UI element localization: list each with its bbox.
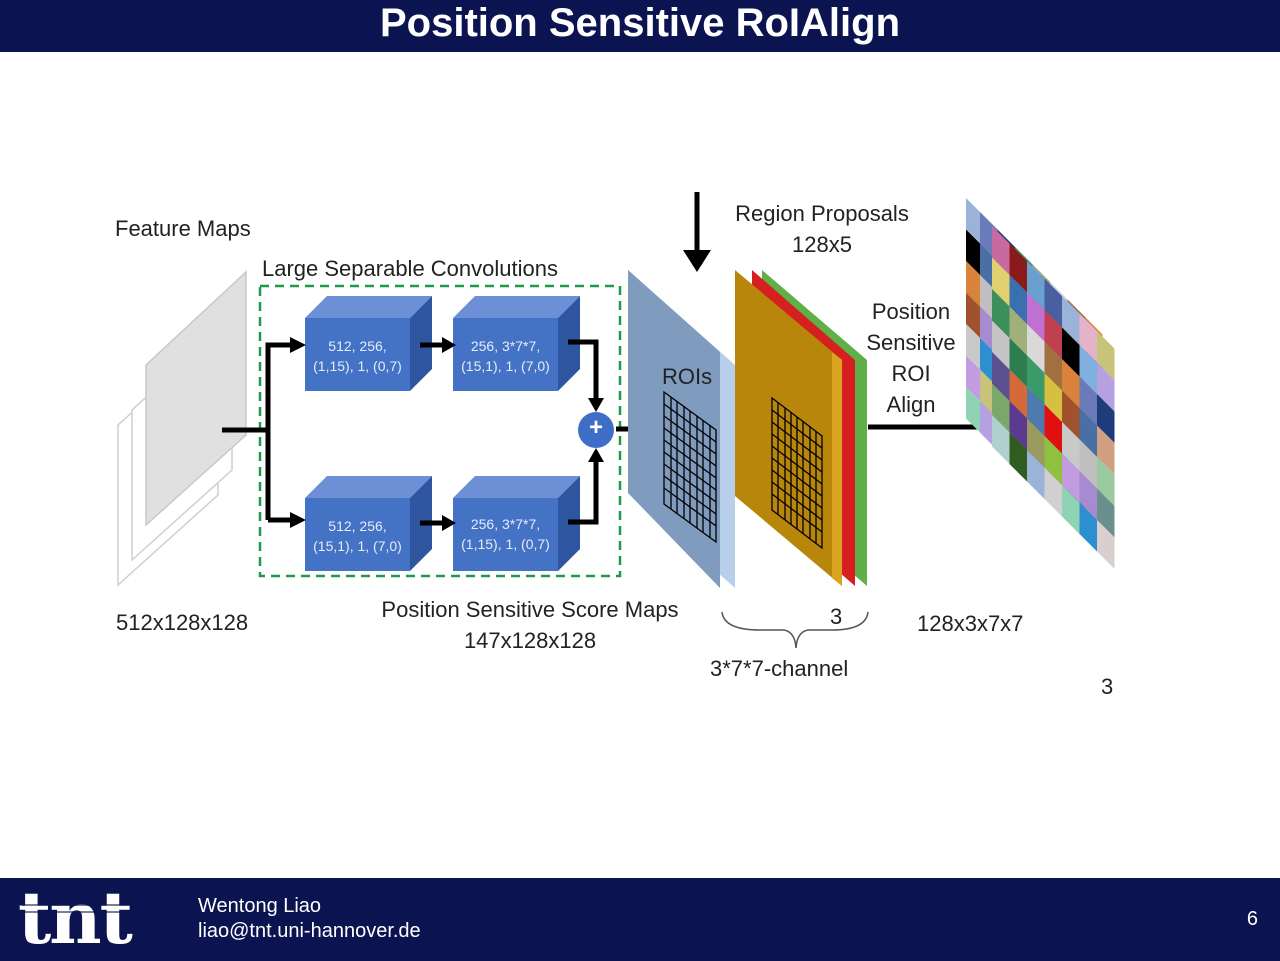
output-cell <box>992 320 1010 370</box>
logo-stripe <box>22 904 162 906</box>
author-email: liao@tnt.uni-hannover.de <box>198 920 421 942</box>
output-cell <box>992 352 1010 401</box>
output-cell <box>1044 467 1062 517</box>
large-sep-conv-label: Large Separable Convolutions <box>262 256 558 281</box>
output-cell <box>1062 296 1080 345</box>
plus-symbol: + <box>588 414 603 441</box>
output-cell <box>1009 432 1027 482</box>
score-map-planes <box>735 270 867 586</box>
score-map-grid <box>771 396 823 550</box>
score-maps-label: Position Sensitive Score Maps 147x128x12… <box>381 597 679 653</box>
footer-bar: tnt Wentong Liao liao@tnt.uni-hannover.d… <box>0 878 1280 961</box>
output-cell <box>1062 453 1080 503</box>
page-number: 6 <box>1246 908 1258 930</box>
output-cell <box>1044 310 1062 359</box>
output-cell <box>1079 345 1097 394</box>
slide-title: Position Sensitive RoIAlign <box>379 1 901 45</box>
output-cell <box>1079 408 1097 457</box>
flow-arrows <box>222 192 1010 526</box>
rois-label: ROIs <box>662 364 713 389</box>
output-cell <box>1009 369 1027 419</box>
output-cell <box>1097 331 1115 380</box>
title-bar: Position Sensitive RoIAlign <box>0 0 1280 52</box>
tnt-logo: tnt <box>18 875 133 960</box>
output-cell <box>1044 373 1062 422</box>
conv-top-1-text: 512, 256, (1,15), 1, (0,7) <box>313 338 402 374</box>
output-cell <box>1044 436 1062 485</box>
output-cell <box>1097 394 1115 443</box>
output-cell <box>1097 520 1115 569</box>
ps-roi-align-label: Position Sensitive ROI Align <box>866 299 956 417</box>
output-cell <box>966 292 984 342</box>
output-cell <box>1097 425 1115 475</box>
logo-stripe <box>22 911 162 913</box>
output-tensor <box>966 198 1115 569</box>
roi-grid <box>663 390 717 544</box>
sum-node <box>578 412 614 448</box>
output-cell <box>1027 355 1045 405</box>
output-cell <box>1044 341 1062 391</box>
output-cell <box>992 383 1010 433</box>
output-cell <box>1079 313 1097 363</box>
output-cell <box>1009 338 1027 387</box>
output-cell <box>1079 502 1097 552</box>
output-cell <box>1027 387 1045 436</box>
conv-block-bottom-1 <box>305 476 432 571</box>
output-depth: 3 <box>1101 674 1114 699</box>
conv-top-2-text: 256, 3*7*7, (15,1), 1, (7,0) <box>461 338 550 374</box>
output-cell <box>992 415 1010 464</box>
output-cell <box>966 324 984 373</box>
region-proposals-label: Region Proposals 128x5 <box>735 201 909 257</box>
author-name: Wentong Liao <box>198 895 322 917</box>
output-dims: 128x3x7x7 <box>917 611 1024 636</box>
output-cell <box>1097 362 1115 412</box>
output-cell <box>966 387 984 436</box>
conv-bottom-1-text: 512, 256, (15,1), 1, (7,0) <box>313 518 402 554</box>
output-cell <box>966 198 984 247</box>
output-cell <box>1079 376 1097 426</box>
channel-brace <box>721 611 869 649</box>
output-cell <box>1009 243 1027 293</box>
output-cell <box>1062 359 1080 408</box>
feature-maps-stack <box>117 270 247 587</box>
output-cell <box>1009 306 1027 356</box>
output-cell <box>1027 261 1045 310</box>
output-cell <box>1027 450 1045 499</box>
conv-block-top-2 <box>453 296 580 391</box>
output-cell <box>966 261 984 310</box>
output-cell <box>1027 324 1045 373</box>
output-cell <box>1062 485 1080 534</box>
output-cell <box>1027 292 1045 342</box>
output-cell <box>1079 471 1097 520</box>
feature-maps-label: Feature Maps <box>115 216 251 241</box>
output-cell <box>1009 401 1027 450</box>
output-cell <box>1027 418 1045 468</box>
output-cell <box>966 355 984 405</box>
output-cell <box>1097 457 1115 506</box>
output-cell <box>1062 327 1080 377</box>
output-cell <box>966 229 984 279</box>
output-cell <box>1009 275 1027 324</box>
output-cell <box>1062 422 1080 471</box>
output-cell <box>1079 439 1097 489</box>
conv-bottom-2-text: 256, 3*7*7, (1,15), 1, (0,7) <box>461 516 550 552</box>
output-cell <box>1097 488 1115 538</box>
output-cell <box>992 257 1010 307</box>
output-cell <box>1062 390 1080 440</box>
channels-count: 3 <box>830 604 843 629</box>
output-cell <box>992 226 1010 275</box>
output-cell <box>1044 404 1062 454</box>
feature-maps-dims: 512x128x128 <box>116 610 249 635</box>
conv-block-bottom-2 <box>453 476 580 571</box>
channels-label: 3*7*7-channel <box>710 656 849 681</box>
output-cell <box>1044 278 1062 328</box>
output-cell <box>992 289 1010 338</box>
